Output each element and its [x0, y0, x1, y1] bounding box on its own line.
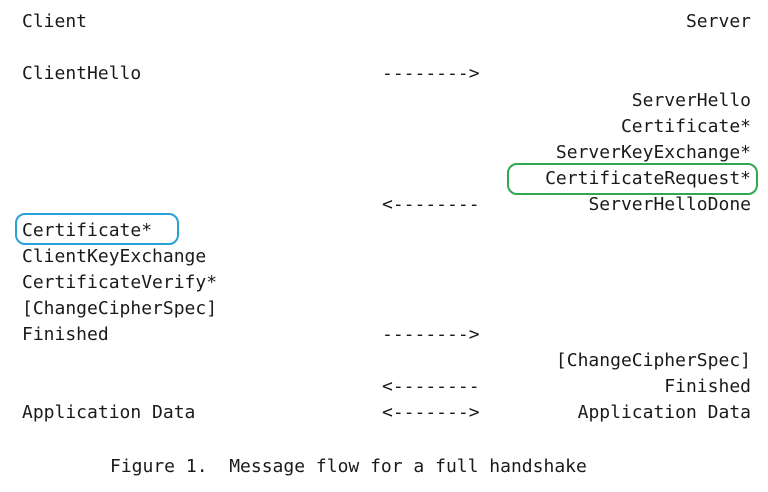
server-finished: Finished [664, 376, 751, 397]
server-hello-done: ServerHelloDone [588, 194, 751, 215]
certificate-request: CertificateRequest* [545, 168, 751, 189]
figure-caption: Figure 1. Message flow for a full handsh… [110, 456, 587, 477]
client-header: Client [22, 11, 88, 32]
server-certificate: Certificate* [620, 116, 751, 137]
arrow-right-2: --------> [382, 324, 480, 345]
client-finished: Finished [22, 324, 109, 345]
server-change-cipher-spec: [ChangeCipherSpec] [555, 350, 751, 371]
server-application-data: Application Data [577, 402, 751, 423]
arrow-left-2: <-------- [382, 376, 480, 397]
arrow-bidirectional: <-------> [382, 402, 480, 423]
client-key-exchange: ClientKeyExchange [22, 246, 207, 267]
server-key-exchange: ServerKeyExchange* [555, 142, 751, 163]
client-hello: ClientHello [22, 63, 142, 84]
client-certificate: Certificate* [22, 220, 153, 241]
certificate-verify: CertificateVerify* [22, 272, 218, 293]
client-change-cipher-spec: [ChangeCipherSpec] [22, 298, 218, 319]
server-header: Server [685, 11, 751, 32]
server-hello: ServerHello [631, 90, 751, 111]
arrow-left-1: <-------- [382, 194, 480, 215]
client-application-data: Application Data [22, 402, 196, 423]
arrow-right-1: --------> [382, 63, 480, 84]
